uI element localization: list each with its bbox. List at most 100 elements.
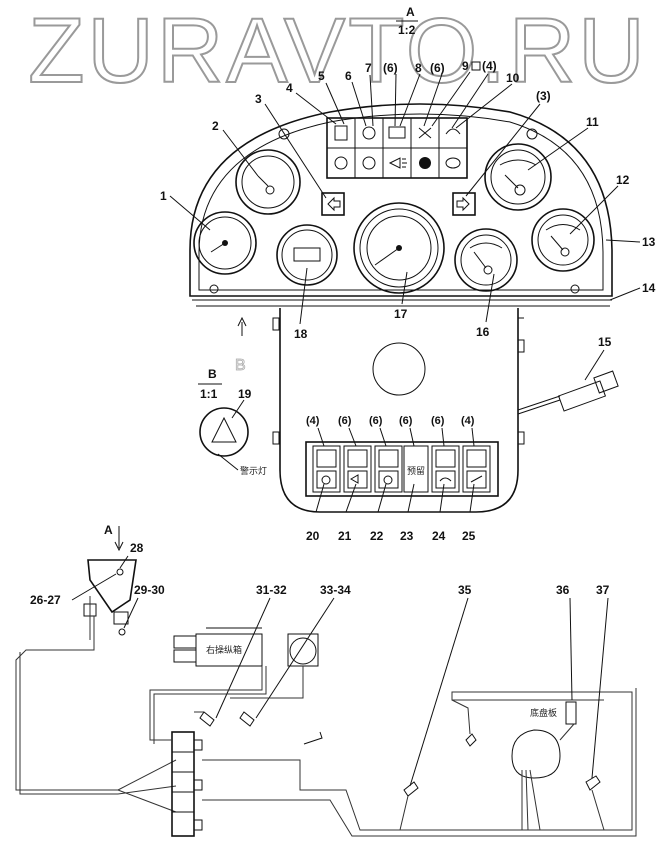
- view-b-arrow: [237, 316, 247, 336]
- leader-lines: [169, 71, 641, 513]
- callout-24: 24: [432, 529, 446, 543]
- arrow-left-icon: [327, 196, 341, 212]
- callout-8: 8: [415, 61, 422, 75]
- lamp-icon-4: [362, 156, 376, 170]
- switch-tag-4: (6): [399, 415, 413, 427]
- switch-tag-3: (6): [369, 415, 383, 427]
- callout-1: 1: [160, 189, 167, 203]
- callout-23: 23: [400, 529, 414, 543]
- switch-22: [374, 445, 403, 493]
- harness: A 28 26-27 29-30: [15, 523, 637, 837]
- callout-3b: (3): [536, 89, 551, 103]
- switch-tag-1: (4): [306, 415, 320, 427]
- view-b-arrow-letter: B: [235, 357, 246, 374]
- callout-6c: (6): [430, 61, 445, 75]
- view-a-scale: 1:2: [398, 23, 416, 37]
- callout-25: 25: [462, 529, 476, 543]
- callout-22: 22: [370, 529, 384, 543]
- switch-tag-2: (6): [338, 415, 352, 427]
- callout-20: 20: [306, 529, 320, 543]
- hazard-triangle-icon: [211, 416, 237, 443]
- callout-2: 2: [212, 119, 219, 133]
- callout-31: 31-32: [256, 583, 287, 597]
- lamp-icon-5: [418, 127, 432, 139]
- callout-12: 12: [616, 173, 630, 187]
- switch-tag-5: (6): [431, 415, 445, 427]
- callout-6: 6: [345, 69, 352, 83]
- callout-4: 4: [286, 81, 293, 95]
- arrow-right-icon: [456, 196, 470, 212]
- lamp-icon-8: [445, 157, 461, 169]
- callout-9: 9: [462, 59, 469, 73]
- callout-18: 18: [294, 327, 308, 341]
- callout-26: 26-27: [30, 593, 61, 607]
- switch-21: [343, 445, 372, 493]
- callout-13: 13: [642, 235, 656, 249]
- callout-15: 15: [598, 335, 612, 349]
- hazard-switch: 警示灯: [199, 407, 267, 477]
- switch-tag-6: (4): [461, 415, 475, 427]
- callout-28: 28: [130, 541, 144, 555]
- switch-25: [462, 445, 491, 493]
- switch-tags: (4) (6) (6) (6) (6) (4): [306, 415, 475, 427]
- hazard-label: 警示灯: [240, 465, 267, 477]
- stalk-switch: [517, 370, 619, 415]
- callout-21: 21: [338, 529, 352, 543]
- callouts: 1 2 3 4 5 6 7 (6) 8 (6) 9 (4) 10 (3) 11 …: [160, 59, 656, 543]
- harness-view-a: A: [104, 523, 113, 537]
- warning-lamp-block: [326, 117, 468, 179]
- gauge-12: [531, 208, 595, 272]
- callout-10: 10: [506, 71, 520, 85]
- callout-36: 36: [556, 583, 570, 597]
- callout-29: 29-30: [134, 583, 165, 597]
- view-b-scale: 1:1: [200, 387, 218, 401]
- right-control-box: 右操纵箱: [173, 627, 319, 667]
- gauge-2: [235, 149, 301, 215]
- beam-icon: [388, 157, 407, 169]
- watermark: ZURAVTO.RU: [27, 4, 648, 92]
- callout-9-box: [471, 61, 481, 71]
- callout-14: 14: [642, 281, 656, 295]
- switch-housing: [272, 308, 525, 513]
- turn-indicator-right: [452, 192, 476, 216]
- callout-3: 3: [255, 92, 262, 106]
- callout-16: 16: [476, 325, 490, 339]
- instrument-panel: [189, 103, 613, 307]
- watermark-text: ZURAVTO.RU: [28, 4, 648, 92]
- turn-indicator-left: [321, 192, 345, 216]
- lamp-icon-7: [445, 128, 461, 135]
- callout-6b: (6): [383, 61, 398, 75]
- view-a-letter: A: [406, 5, 415, 19]
- callout-33: 33-34: [320, 583, 351, 597]
- battery-icon: [388, 126, 406, 139]
- switch-bank: 预留: [305, 441, 499, 497]
- floor-label: 底盘板: [530, 707, 557, 719]
- callout-37: 37: [596, 583, 610, 597]
- right-panel-label: 右操纵箱: [206, 644, 242, 656]
- gauge-1: [193, 211, 257, 275]
- callout-35: 35: [458, 583, 472, 597]
- callout-19: 19: [238, 387, 252, 401]
- connector-stack: [171, 731, 203, 837]
- lamp-icon-3: [362, 126, 376, 140]
- lamp-icon-1: [334, 125, 348, 141]
- callout-4b: (4): [482, 59, 497, 73]
- switch-24: [431, 445, 460, 493]
- callout-7: 7: [365, 61, 372, 75]
- lamp-icon-2: [334, 156, 348, 170]
- lamp-icon-6: [419, 157, 431, 169]
- view-b-letter: B: [208, 367, 217, 381]
- switch-23-text: 预留: [407, 465, 425, 477]
- floor-plate: [511, 729, 561, 779]
- gauge-11: [484, 143, 552, 211]
- gauge-16: [454, 228, 518, 292]
- switch-20: [312, 445, 341, 493]
- callout-5: 5: [318, 69, 325, 83]
- gauge-17: [353, 202, 445, 294]
- switch-23: 预留: [403, 445, 429, 493]
- callout-11: 11: [586, 115, 599, 129]
- gauge-18: [276, 224, 338, 286]
- callout-17: 17: [394, 307, 408, 321]
